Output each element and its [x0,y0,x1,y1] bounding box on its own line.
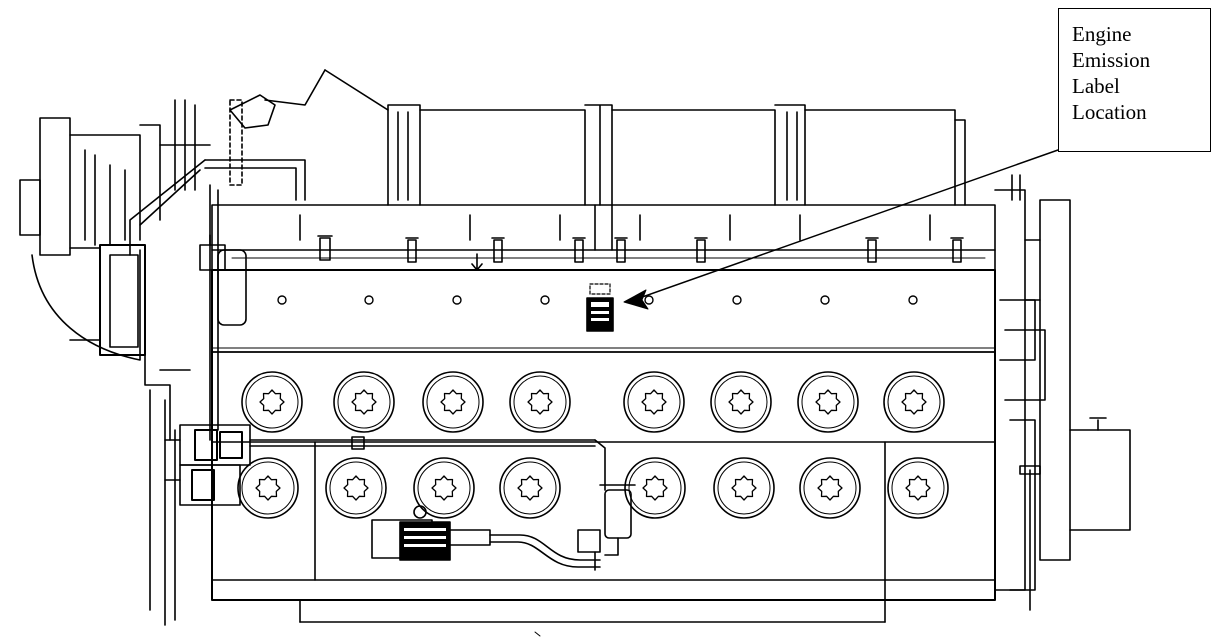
cover-inner-ring [628,461,682,515]
inspection-cover-upper [241,371,303,433]
turbocharger-assembly [19,94,306,441]
cover-star [259,389,285,415]
cover-inner-ring [801,375,855,429]
callout-line-1: Engine [1072,22,1132,46]
inspection-cover-lower [887,457,949,519]
inspection-cover-upper [422,371,484,433]
cover-star [817,475,843,501]
inspection-cover-upper [797,371,859,433]
cover-inner-ring [241,461,295,515]
cover-inner-ring [714,375,768,429]
cover-inner-ring [513,375,567,429]
cover-ring [422,371,484,433]
inspection-cover-upper [509,371,571,433]
cover-star [815,389,841,415]
cover-star [731,475,757,501]
label-location-callout: Engine Emission Label Location [1058,8,1211,152]
inspection-cover-lower [499,457,561,519]
inspection-cover-upper [883,371,945,433]
generator-end [994,174,1131,611]
cover-star [431,475,457,501]
inspection-cover-lower [624,457,686,519]
cover-ring [499,457,561,519]
inspection-covers-lower [237,457,949,519]
cover-ring [623,371,685,433]
inspection-cover-lower [237,457,299,519]
bolt-hole-row [277,295,918,305]
cover-inner-ring [329,461,383,515]
cover-ring [713,457,775,519]
inspection-cover-lower [713,457,775,519]
arrow-pointer-icon [623,149,1059,310]
cover-ring [799,457,861,519]
cover-star [527,389,553,415]
rocker-cover [211,204,996,271]
cover-ring [624,457,686,519]
cover-star [255,475,281,501]
cover-ring [237,457,299,519]
cover-star [641,389,667,415]
cover-ring [241,371,303,433]
cover-ring [413,457,475,519]
injector-studs [299,214,964,271]
fuel-filter-left [199,234,247,326]
secondary-filter [599,484,636,556]
cover-ring [797,371,859,433]
inspection-cover-lower [325,457,387,519]
inspection-cover-upper [333,371,395,433]
inspection-cover-upper [710,371,772,433]
callout-line-4: Location [1072,100,1147,124]
cover-inner-ring [245,375,299,429]
oil-pump-motor [371,505,601,571]
cover-inner-ring [717,461,771,515]
emission-label-plate-icon [586,283,614,332]
cover-star [440,389,466,415]
cover-inner-ring [503,461,557,515]
cover-star [905,475,931,501]
cover-inner-ring [417,461,471,515]
cover-ring [325,457,387,519]
cover-ring [710,371,772,433]
cover-star [728,389,754,415]
callout-line-3: Label [1072,74,1120,98]
valve-manifold [149,389,606,626]
cover-inner-ring [891,461,945,515]
inspection-cover-upper [623,371,685,433]
cover-ring [883,371,945,433]
inspection-cover-lower [413,457,475,519]
cover-ring [333,371,395,433]
inspection-covers-upper [241,371,945,433]
cover-inner-ring [803,461,857,515]
cover-star [351,389,377,415]
engine-block [211,269,996,623]
cover-ring [887,457,949,519]
cover-inner-ring [337,375,391,429]
cover-star [642,475,668,501]
cover-star [901,389,927,415]
intake-ducts [264,69,966,206]
cover-star [343,475,369,501]
stray-mark [534,631,541,637]
callout-line-2: Emission [1072,48,1151,72]
inspection-cover-lower [799,457,861,519]
cover-inner-ring [887,375,941,429]
cover-inner-ring [627,375,681,429]
cover-star [517,475,543,501]
cover-inner-ring [426,375,480,429]
cover-ring [509,371,571,433]
